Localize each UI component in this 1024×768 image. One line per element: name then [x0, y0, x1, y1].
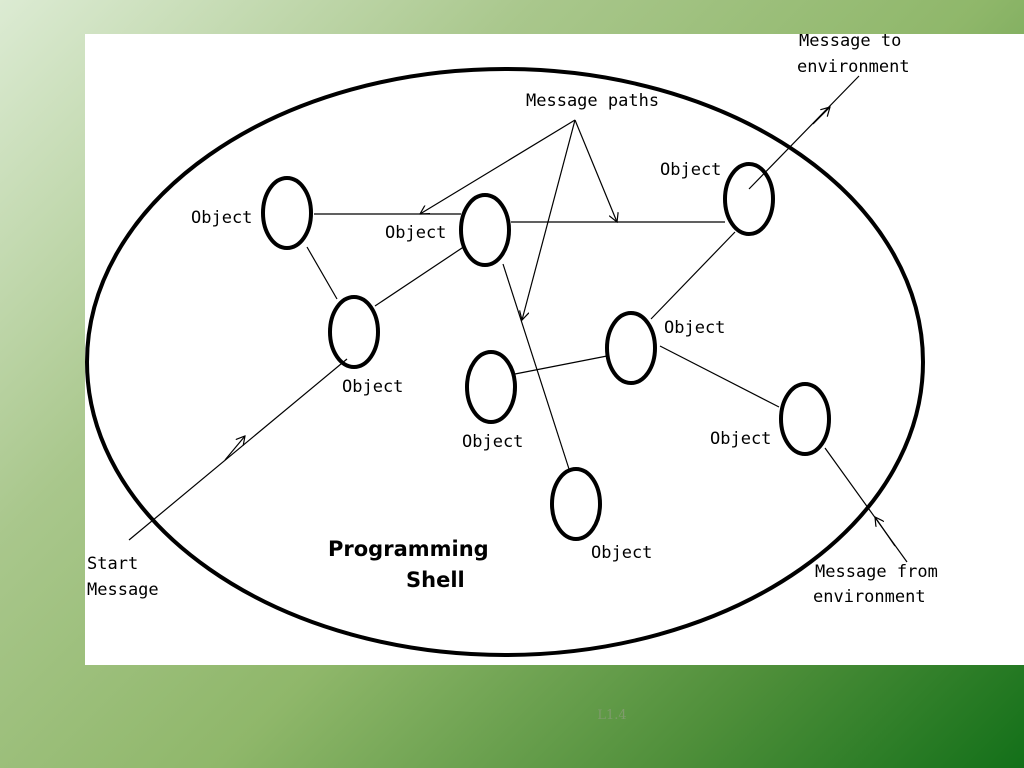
programming-shell-diagram: Message paths Message to environment Mes… [85, 34, 938, 657]
object-node [261, 176, 313, 250]
connection-line [502, 263, 570, 470]
object-label: Object [191, 208, 252, 228]
object-label: Object [664, 318, 725, 338]
object-label: Object [385, 223, 446, 243]
start-message-label-line2: Message [87, 580, 159, 600]
object-node [465, 350, 517, 424]
object-node [723, 162, 775, 236]
shell-title-line2: Shell [406, 568, 465, 592]
object-label: Object [462, 432, 523, 452]
message-from-environment-label-line1: Message from [815, 562, 938, 582]
connections [128, 75, 908, 563]
start-message-path [128, 358, 348, 541]
message-paths-label: Message paths [526, 91, 659, 111]
slide-number: L1.4 [597, 708, 627, 723]
object-node [459, 193, 511, 267]
connection-line [659, 345, 780, 408]
connection-line [374, 245, 466, 307]
connection-line [514, 355, 608, 375]
pointer-arrow [420, 119, 576, 214]
object-label: Object [342, 377, 403, 397]
object-node [779, 382, 831, 456]
object-label: Object [660, 160, 721, 180]
connection-line [650, 231, 736, 320]
start-message-label-line1: Start [87, 554, 138, 574]
message-to-environment-label-line1: Message to [799, 34, 901, 51]
shell-title-line1: Programming [328, 537, 489, 561]
flow-arrows [224, 107, 896, 547]
start-arrow [224, 436, 245, 461]
pointer-arrow [522, 119, 576, 320]
connection-line [306, 246, 338, 300]
object-node [550, 467, 602, 541]
message-to-environment-label-line2: environment [797, 57, 910, 77]
object-node [328, 295, 380, 369]
object-node [605, 311, 657, 385]
message-from-environment-label-line2: environment [813, 587, 926, 607]
diagram-panel: Message paths Message to environment Mes… [85, 34, 1024, 665]
message-to-environment-path [748, 75, 860, 190]
shell-ellipse [85, 67, 925, 657]
object-label: Object [591, 543, 652, 563]
object-label: Object [710, 429, 771, 449]
message-path-pointers [420, 119, 617, 320]
to-env-arrow [812, 107, 830, 125]
objects [261, 162, 831, 541]
pointer-arrow [574, 119, 617, 222]
from-env-arrow [875, 517, 896, 547]
